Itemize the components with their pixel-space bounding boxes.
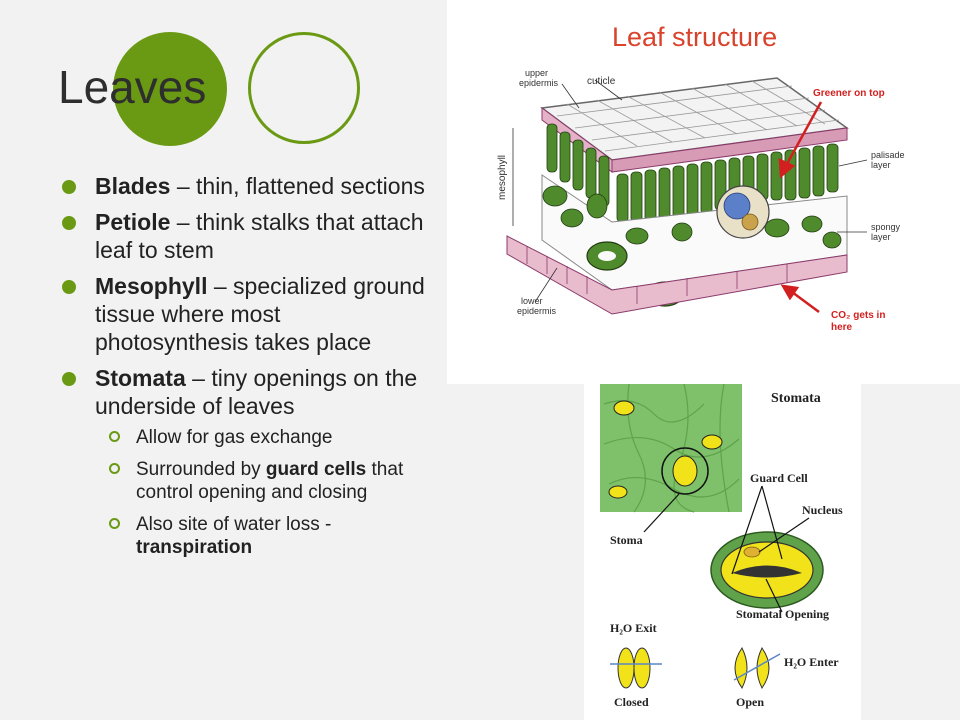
- label-h2o-enter: H₂O Enter: [784, 655, 839, 669]
- leaf-diagram-title: Leaf structure: [612, 22, 777, 52]
- label-nucleus: Nucleus: [802, 503, 843, 517]
- label-guard-cell: Guard Cell: [750, 471, 808, 485]
- bullet-ring-icon: [109, 431, 120, 442]
- bullet-ring-icon: [109, 463, 120, 474]
- label-co2-1: CO₂ gets in: [831, 310, 885, 321]
- label-lower-epidermis-2: epidermis: [517, 306, 557, 316]
- bullet-term: Blades: [95, 173, 171, 199]
- label-lower-epidermis-1: lower: [521, 296, 543, 306]
- bullet-text: – thin, flattened sections: [170, 173, 425, 199]
- leaf-structure-diagram: Leaf structure: [447, 0, 960, 384]
- label-spongy-2: layer: [871, 232, 891, 242]
- slide-title: Leaves: [58, 61, 207, 113]
- label-closed: Closed: [614, 695, 649, 709]
- stomata-arrows: [643, 485, 810, 613]
- bullet-text: – tiny openings on the underside of leav…: [95, 365, 418, 419]
- sub-bullet-gas: Allow for gas exchange: [95, 426, 438, 449]
- closed-stoma: [617, 647, 651, 689]
- label-upper-epidermis-2: epidermis: [519, 78, 559, 88]
- sub-bullet-bold: transpiration: [136, 537, 253, 558]
- label-palisade-1: palisade: [871, 150, 905, 160]
- stoma-highlight: [672, 455, 698, 487]
- lower-epidermis: [506, 235, 848, 315]
- label-stomatal-opening: Stomatal Opening: [736, 607, 829, 621]
- label-spongy-1: spongy: [871, 222, 901, 232]
- label-greener-on-top: Greener on top: [813, 88, 885, 99]
- bullet-term: Mesophyll: [95, 273, 208, 299]
- nucleus: [743, 546, 761, 558]
- bullet-dot-icon: [62, 216, 76, 230]
- label-open: Open: [736, 695, 764, 709]
- palisade-layer: [546, 123, 839, 223]
- label-stoma: Stoma: [610, 533, 643, 547]
- spongy-cells: [542, 185, 842, 249]
- stomatal-pore: [732, 565, 802, 578]
- sub-bullet-bold: guard cells: [265, 459, 367, 480]
- bullet-text: – specialized ground tissue where most p…: [95, 273, 425, 355]
- lower-epidermis-cells: [526, 246, 788, 304]
- stomata-svg: Stomata Stoma Guard Cell Nucleus Stomata…: [600, 384, 843, 709]
- bullet-text: – think stalks that attach leaf to stem: [95, 209, 424, 263]
- bullet-ring-icon: [109, 518, 120, 529]
- bullet-mesophyll: Mesophyll – specialized ground tissue wh…: [58, 272, 438, 356]
- phloem: [741, 213, 759, 231]
- red-arrows: [778, 101, 823, 314]
- label-leader-lines: [534, 79, 868, 303]
- sub-bullet-text: Also site of water loss -: [136, 514, 332, 535]
- sub-bullet-list: Allow for gas exchange Surrounded by gua…: [95, 426, 438, 559]
- label-stomata-title: Stomata: [771, 391, 821, 406]
- sub-bullet-text: Allow for gas exchange: [136, 427, 333, 448]
- sub-bullet-water: Also site of water loss - transpiration: [95, 513, 438, 559]
- sub-bullet-text: that control opening and closing: [136, 459, 404, 503]
- bullet-dot-icon: [62, 180, 76, 194]
- stomata-diagram: Stomata Stoma Guard Cell Nucleus Stomata…: [584, 384, 861, 720]
- decor-circle-outline: [248, 32, 360, 144]
- stoma-pore: [598, 251, 616, 261]
- bullet-stomata: Stomata – tiny openings on the underside…: [58, 364, 438, 559]
- bullet-term: Stomata: [95, 365, 186, 391]
- bullet-blades: Blades – thin, flattened sections: [58, 172, 438, 200]
- sub-bullet-text: Surrounded by: [136, 459, 266, 480]
- xylem: [723, 192, 751, 220]
- leaf-structure-svg: Leaf structure: [497, 22, 905, 333]
- bullet-term: Petiole: [95, 209, 171, 235]
- label-upper-epidermis-1: upper: [525, 68, 548, 78]
- sub-bullet-guard: Surrounded by guard cells that control o…: [95, 458, 438, 504]
- label-palisade-2: layer: [871, 160, 891, 170]
- open-water-arrow: [733, 653, 781, 681]
- open-stoma: [734, 647, 770, 689]
- bullet-list: Blades – thin, flattened sections Petiol…: [58, 172, 438, 568]
- stoma-highlight-circle: [661, 447, 709, 495]
- label-cuticle: cuticle: [587, 76, 616, 87]
- cuticle-cells: [556, 80, 840, 152]
- bullet-dot-icon: [62, 280, 76, 294]
- label-co2-2: here: [831, 322, 853, 333]
- label-h2o-exit: H₂O Exit: [610, 621, 657, 635]
- small-stomata: [608, 400, 723, 499]
- bullet-dot-icon: [62, 372, 76, 386]
- bullet-petiole: Petiole – think stalks that attach leaf …: [58, 208, 438, 264]
- decor-circle-filled: [113, 32, 227, 146]
- label-mesophyll: mesophyll: [497, 155, 508, 200]
